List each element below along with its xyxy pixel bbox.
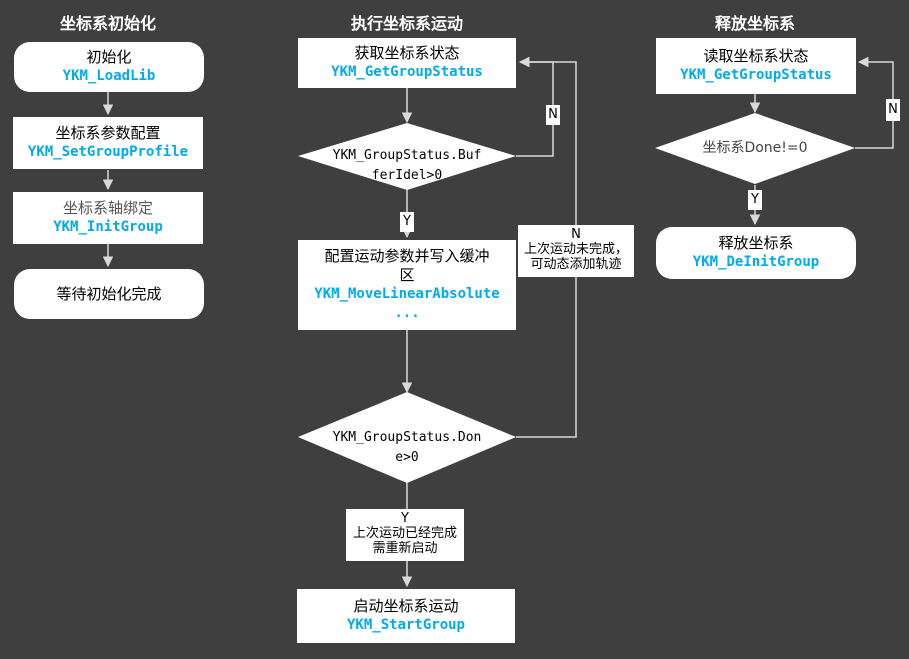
column-title-init: 坐标系初始化: [59, 14, 156, 33]
step-start-group: 启动坐标系运动 YKM_StartGroup: [297, 589, 515, 643]
step-init-loadlib: 初始化 YKM_LoadLib: [14, 42, 204, 92]
step-function: YKM_MoveLinearAbsolute: [314, 286, 500, 302]
step-label: 区: [399, 266, 415, 284]
step-label: 坐标系参数配置: [55, 124, 161, 142]
decision-line: YKM_GroupStatus.Buf: [332, 148, 482, 163]
decision-done-text: YKM_GroupStatus.Don e>0: [318, 428, 496, 468]
label-line: Y: [401, 511, 409, 526]
step-label: 等待初始化完成: [56, 284, 162, 303]
decision-line: YKM_GroupStatus.Don: [332, 430, 482, 445]
label-y-done: Y 上次运动已经完成 需重新启动: [346, 509, 464, 561]
label-line: N: [571, 227, 581, 242]
decision-line: ferIdel>0: [371, 168, 443, 183]
label-n-buffer: N: [546, 105, 560, 125]
step-label: 获取坐标系状态: [354, 44, 460, 62]
step-function: YKM_LoadLib: [62, 68, 156, 84]
step-label: 初始化: [86, 48, 132, 66]
label-y-buffer: Y: [400, 212, 414, 232]
step-function: YKM_StartGroup: [346, 617, 465, 633]
step-write-buffer: 配置运动参数并写入缓冲 区 YKM_MoveLinearAbsolute ...: [298, 240, 516, 330]
step-label: 读取坐标系状态: [703, 47, 809, 65]
step-init-group: 坐标系轴绑定 YKM_InitGroup: [13, 192, 203, 244]
step-more: ...: [394, 305, 420, 321]
decision-buffer-diamond: [298, 123, 516, 190]
step-function: YKM_InitGroup: [53, 219, 163, 235]
decision-release-text: 坐标系Done!=0: [702, 140, 808, 156]
label-n-release: N: [886, 99, 900, 121]
step-read-group-status: 读取坐标系状态 YKM_GetGroupStatus: [656, 38, 856, 94]
decision-done-diamond: [298, 392, 516, 483]
decision-buffer-text: YKM_GroupStatus.Buf ferIdel>0: [318, 146, 496, 186]
step-label: 坐标系轴绑定: [62, 199, 153, 217]
label-line: 上次运动已经完成: [352, 526, 457, 541]
label-line: 上次运动未完成，: [523, 242, 628, 257]
step-function: YKM_GetGroupStatus: [680, 67, 832, 83]
step-set-group-profile: 坐标系参数配置 YKM_SetGroupProfile: [13, 117, 203, 169]
label-y-release: Y: [748, 190, 762, 210]
label-line: 可动态添加轨迹: [530, 257, 622, 272]
decision-release-diamond: [655, 113, 855, 184]
step-wait-init: 等待初始化完成: [14, 269, 204, 319]
step-label: 启动坐标系运动: [353, 597, 459, 615]
decision-line: e>0: [395, 450, 419, 465]
step-label: 配置运动参数并写入缓冲: [324, 247, 490, 265]
column-title-run: 执行坐标系运动: [350, 14, 463, 33]
label-line: 需重新启动: [372, 541, 438, 556]
step-function: YKM_GetGroupStatus: [331, 64, 483, 80]
step-deinit-group: 释放坐标系 YKM_DeInitGroup: [656, 227, 856, 279]
step-function: YKM_SetGroupProfile: [27, 144, 189, 160]
step-get-group-status: 获取坐标系状态 YKM_GetGroupStatus: [298, 38, 516, 88]
column-title-release: 释放坐标系: [714, 14, 795, 33]
step-function: YKM_DeInitGroup: [692, 254, 820, 270]
step-label: 释放坐标系: [718, 234, 794, 252]
label-n-done: N 上次运动未完成， 可动态添加轨迹: [518, 225, 634, 277]
